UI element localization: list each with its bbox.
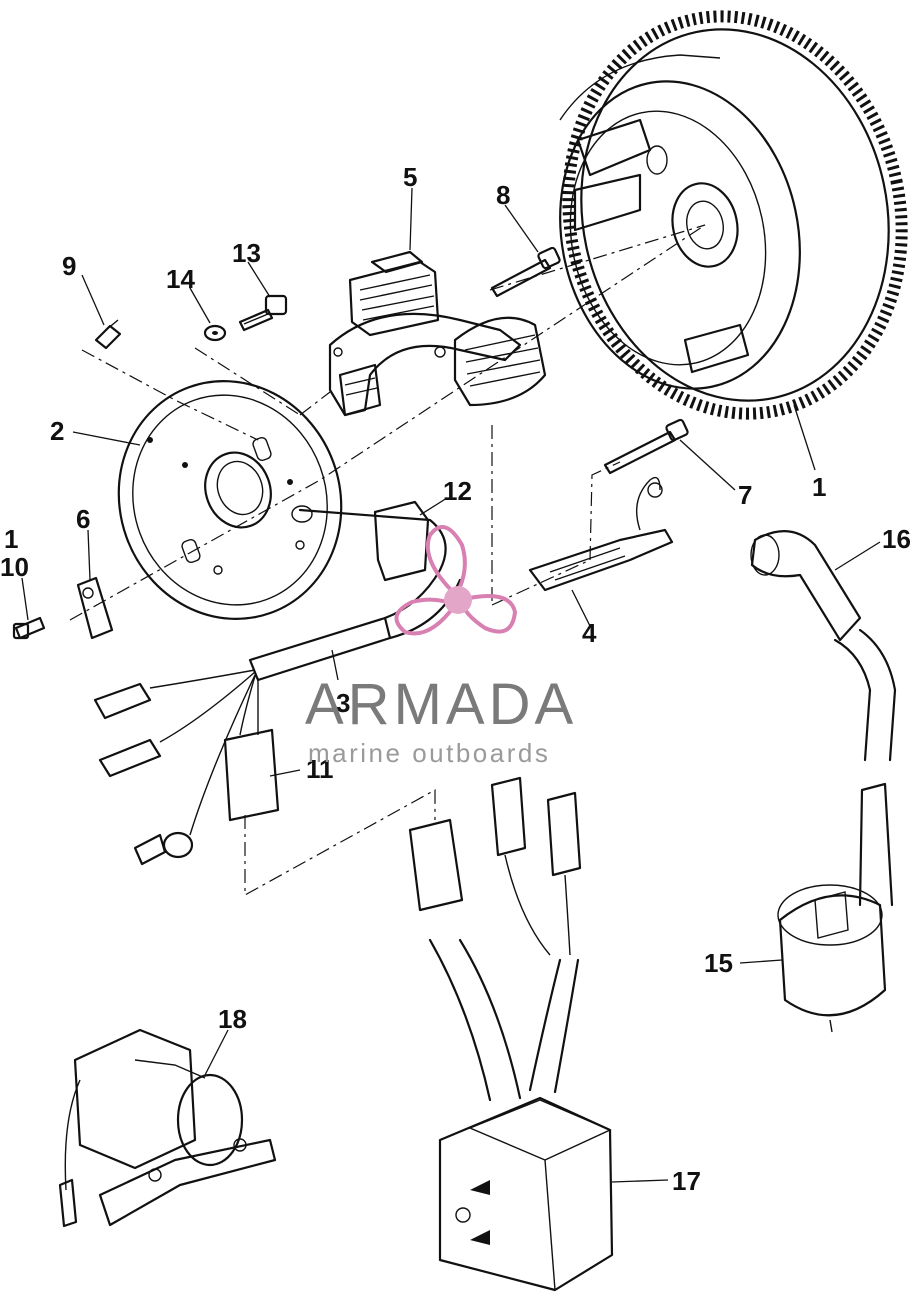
- clamp-6: [76, 576, 114, 640]
- label-10: 10: [0, 552, 29, 582]
- label-7: 7: [738, 480, 752, 510]
- label-2: 2: [50, 416, 64, 446]
- propeller-logo: [394, 525, 518, 636]
- stator-plate: [117, 380, 343, 620]
- label-13: 13: [232, 238, 261, 268]
- label-8: 8: [496, 180, 510, 210]
- screw-9: [94, 319, 122, 350]
- watermark-subtitle: marine outboards: [308, 738, 550, 768]
- label-3: 3: [336, 688, 350, 718]
- watermark-title: ARMADA: [305, 672, 577, 737]
- screw-13: [238, 294, 288, 332]
- label-4: 4: [582, 618, 597, 648]
- flywheel: [559, 10, 908, 420]
- label-12: 12: [443, 476, 472, 506]
- screw-8: [490, 246, 561, 298]
- stator-assembly: [328, 250, 547, 417]
- label-14: 14: [166, 264, 195, 294]
- label-16: 16: [882, 524, 911, 554]
- label-9: 9: [62, 251, 76, 281]
- washer-14: [203, 324, 227, 342]
- label-1-flywheel: 1: [812, 472, 826, 502]
- screw-10: [12, 616, 46, 640]
- screw-7: [603, 418, 689, 475]
- ignition-coil: [777, 782, 894, 1033]
- label-18: 18: [218, 1004, 247, 1034]
- label-11: 11: [306, 754, 334, 784]
- label-5: 5: [403, 162, 417, 192]
- grommet: [373, 500, 430, 582]
- label-15: 15: [704, 948, 733, 978]
- starter-solenoid: [58, 1028, 277, 1228]
- leader-lines: [21, 187, 881, 1183]
- assembly-centerlines: [69, 224, 706, 897]
- part-labels: 1 2 3 4 5 6 7 8 9 1 10 11 12 13 14 15 16…: [0, 162, 911, 1196]
- high-tension-lead: [833, 628, 897, 762]
- pulser-coil: [528, 476, 674, 592]
- label-17: 17: [672, 1166, 701, 1196]
- cdi-unit: [408, 776, 614, 1292]
- armada-watermark: ARMADA marine outboards: [305, 525, 577, 768]
- label-1-small: 1: [4, 524, 18, 554]
- spark-plug-cap: [750, 530, 862, 642]
- label-6: 6: [76, 504, 90, 534]
